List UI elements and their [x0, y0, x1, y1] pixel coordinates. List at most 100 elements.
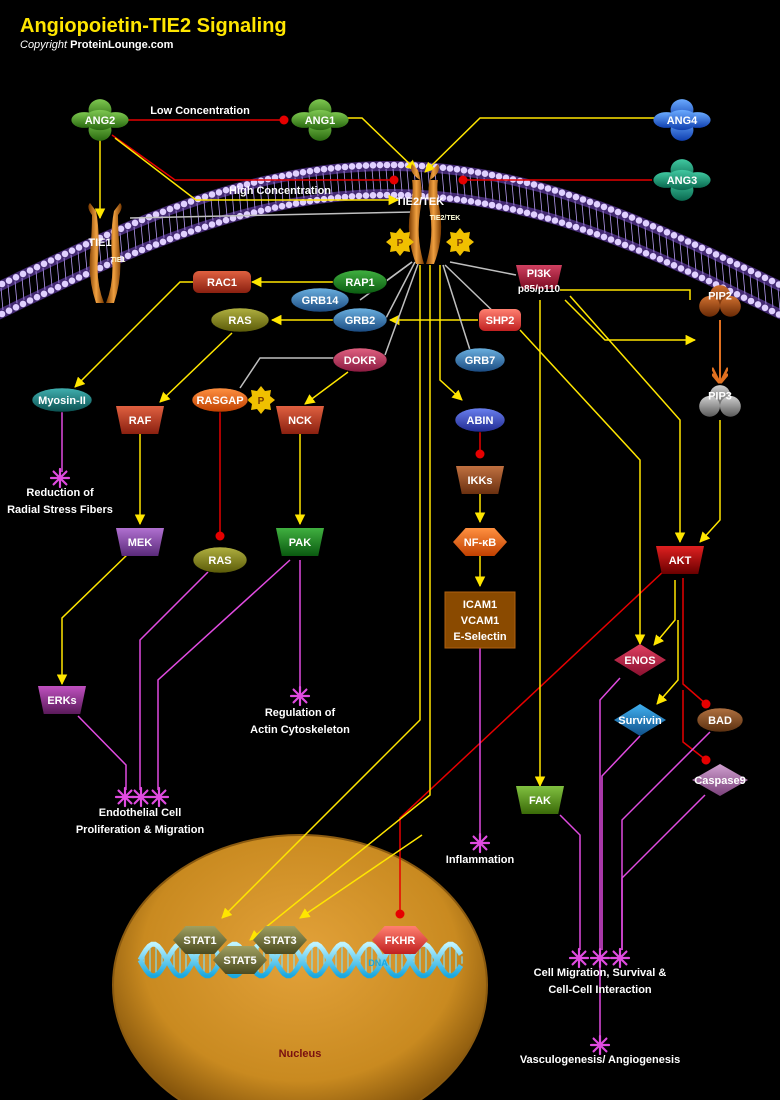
icam1-label: ICAM1 [463, 599, 497, 611]
edge-fak-outcome [559, 814, 581, 950]
node-nfkb[interactable]: NF-κB [453, 528, 507, 556]
copyright-prefix: Copyright [20, 39, 70, 51]
node-enos[interactable]: ENOS [614, 644, 666, 676]
edge-pi3k-pip2-a [560, 289, 691, 300]
node-label-bad: BAD [708, 715, 732, 727]
node-stat5[interactable]: STAT5 [213, 946, 267, 974]
node-raf[interactable]: RAF [116, 406, 164, 434]
edge-dokr-rasgap [239, 357, 335, 389]
node-label-rasgap: RASGAP [196, 395, 243, 407]
node-grb14[interactable]: GRB14 [290, 287, 350, 313]
node-ras-top[interactable]: RAS [210, 307, 270, 333]
edge-ang2-tie2-inhibit [111, 134, 399, 185]
edge-pi3k-pip2 [564, 299, 697, 346]
prolif-line1: Endothelial Cell [99, 807, 182, 819]
node-rap1[interactable]: RAP1 [332, 269, 388, 295]
node-erks[interactable]: ERKs [38, 686, 86, 714]
node-pip3[interactable]: PIP3 [699, 385, 741, 417]
nucleus-label: Nucleus [279, 1048, 322, 1060]
node-ang2[interactable]: ANG2 [71, 99, 129, 141]
page-title: Angiopoietin-TIE2 Signaling [20, 15, 287, 37]
copyright-site: ProteinLounge.com [70, 39, 174, 51]
node-label-ikks: IKKs [467, 475, 492, 487]
phospho-label-2: P [457, 238, 464, 249]
node-ang4[interactable]: ANG4 [653, 99, 711, 141]
node-label-erks: ERKs [47, 695, 76, 707]
eselectin-label: E-Selectin [453, 631, 506, 643]
outcome-asterisk [49, 467, 71, 489]
node-label-rac1: RAC1 [207, 277, 237, 289]
node-rasgap[interactable]: RASGAP [191, 387, 249, 413]
receptor-tie1[interactable]: TIE1 TIE1 [88, 203, 125, 303]
node-ang1[interactable]: ANG1 [291, 99, 349, 141]
receptor-tie2[interactable]: TIE2/TEK TIE2/TEK [396, 164, 461, 264]
node-mek[interactable]: MEK [116, 528, 164, 556]
edge-akt-survivin [656, 620, 679, 705]
node-label-stat5: STAT5 [223, 955, 256, 967]
phospho-badge-1: P [386, 228, 414, 256]
node-ras-low[interactable]: RAS [192, 546, 248, 574]
actin-line2: Actin Cytoskeleton [250, 724, 350, 736]
node-label-ang4: ANG4 [667, 115, 698, 127]
node-label-fak: FAK [529, 795, 551, 807]
node-label-ang3: ANG3 [667, 175, 698, 187]
edge-tie2-abin [439, 265, 463, 401]
node-label-pi3k: PI3K [527, 268, 552, 280]
node-stat3[interactable]: STAT3 [253, 926, 307, 954]
migration-line1: Cell Migration, Survival & [534, 967, 667, 979]
edges [56, 115, 720, 1040]
node-fak[interactable]: FAK [516, 786, 564, 814]
phospho-badge-2: P [446, 228, 474, 256]
edge-ang4-tie2 [424, 117, 655, 173]
edge-tie2-dokr [384, 263, 419, 356]
node-survivin[interactable]: Survivin [614, 704, 666, 736]
edge-enos-outcome [599, 677, 621, 950]
node-rac1[interactable]: RAC1 [193, 271, 251, 293]
tie2-chain-right [426, 164, 442, 264]
prolif-line2: Proliferation & Migration [76, 824, 205, 836]
tie1-label-small: TIE1 [111, 257, 126, 264]
high-concentration-label: High Concentration [229, 185, 331, 197]
edge-erks-outcome [77, 715, 127, 790]
node-caspase9[interactable]: Caspase9 [692, 764, 748, 796]
tie2-label: TIE2/TEK [396, 196, 444, 208]
node-label-nfkb: NF-κB [464, 537, 496, 549]
node-shp2[interactable]: SHP2 [479, 309, 521, 331]
edge-ang2-tie2-high [114, 137, 400, 206]
stress-fibers-line1: Reduction of [26, 487, 94, 499]
edge-tie2-stat5 [249, 265, 431, 941]
node-label-nck: NCK [288, 415, 312, 427]
phospho-label-3: P [258, 396, 265, 407]
node-label-enos: ENOS [624, 655, 655, 667]
node-nck[interactable]: NCK [276, 406, 324, 434]
node-label-grb7: GRB7 [465, 355, 496, 367]
outcome-asterisk [148, 786, 170, 808]
node-akt[interactable]: AKT [656, 546, 704, 574]
node-grb2[interactable]: GRB2 [332, 307, 388, 333]
phospho-badge-3: P [247, 386, 275, 414]
node-bad[interactable]: BAD [696, 707, 744, 733]
tie2-label-small: TIE2/TEK [430, 215, 461, 222]
edge-tie2-stat3 [299, 834, 423, 919]
node-pak[interactable]: PAK [276, 528, 324, 556]
node-dokr[interactable]: DOKR [332, 347, 388, 373]
node-fkhr[interactable]: FKHR [372, 926, 428, 954]
outcome-asterisk [469, 832, 491, 854]
node-abin[interactable]: ABIN [454, 407, 506, 433]
node-ikks[interactable]: IKKs [456, 466, 504, 494]
dna-label: DNA [368, 958, 388, 968]
actin-line1: Regulation of [265, 707, 336, 719]
outcome-asterisk [589, 947, 611, 969]
node-stat1[interactable]: STAT1 [173, 926, 227, 954]
node-label-shp2: SHP2 [486, 315, 515, 327]
node-label-ang1: ANG1 [305, 115, 336, 127]
node-pip2[interactable]: PIP2 [699, 285, 741, 317]
edge-tie2-grb7 [442, 264, 471, 351]
node-grb7[interactable]: GRB7 [454, 347, 506, 373]
node-label-survivin: Survivin [618, 715, 662, 727]
node-myosin[interactable]: Myosin-II [31, 387, 93, 413]
edge-tie2-pi3k [449, 261, 517, 276]
adhesion-molecules-box[interactable]: ICAM1 VCAM1 E-Selectin [444, 591, 516, 649]
node-ang3[interactable]: ANG3 [653, 159, 711, 201]
